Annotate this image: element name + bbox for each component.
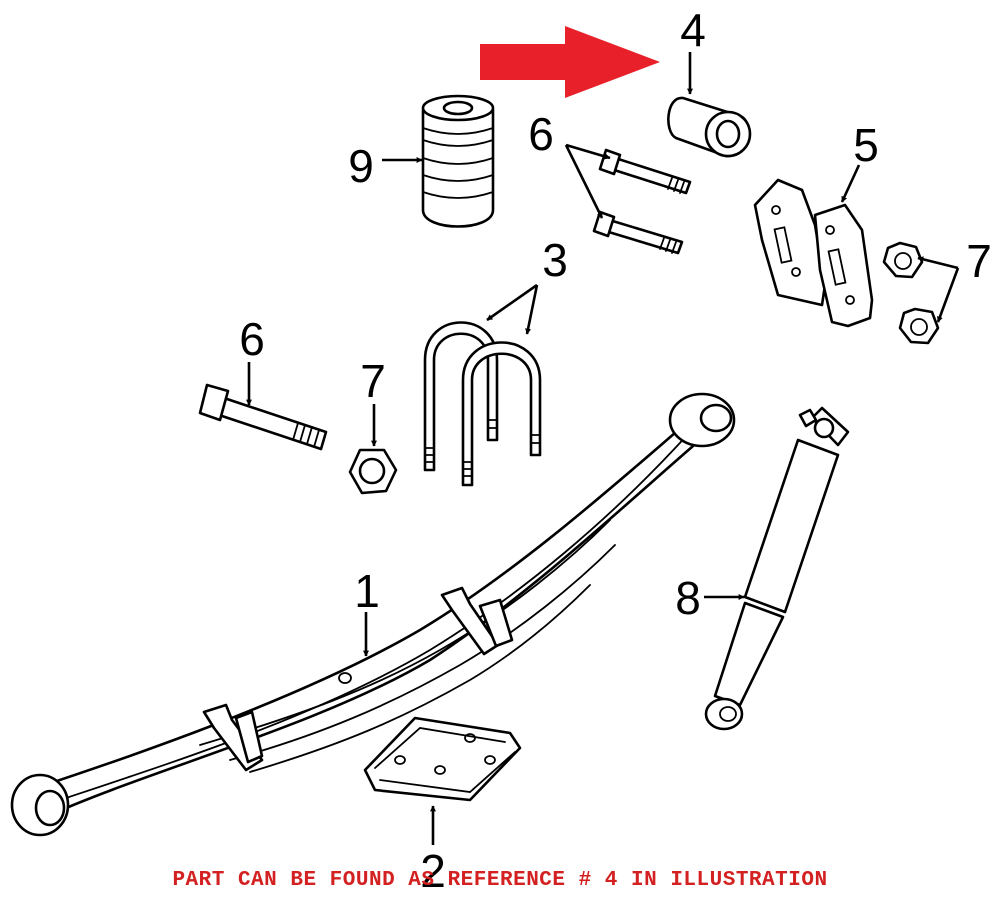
callout-5: 5: [853, 119, 879, 171]
callout-2: 2: [420, 845, 446, 896]
reference-note: PART CAN BE FOUND AS REFERENCE # 4 IN IL…: [172, 869, 827, 892]
bolt-lower-part: [198, 383, 328, 451]
callout-6-upper: 6: [528, 108, 554, 160]
callout-7-right: 7: [966, 235, 992, 287]
callout-3: 3: [542, 234, 568, 286]
callout-8: 8: [675, 572, 701, 624]
bracket-part: [753, 178, 874, 328]
leader-lines: [246, 52, 960, 845]
spring-plate-part: [363, 716, 522, 802]
leaf-spring-part: [10, 392, 736, 837]
nuts-right-part: [882, 241, 940, 345]
bushing-part: [667, 96, 752, 158]
callout-7-left: 7: [360, 355, 386, 407]
jounce-bumper-part: [421, 94, 495, 228]
callout-6-lower: 6: [239, 313, 265, 365]
shock-absorber-part: [704, 406, 850, 731]
nut-lower-part: [348, 448, 398, 495]
red-arrow-icon: [480, 26, 660, 98]
u-bolts-part: [423, 321, 542, 487]
callout-9: 9: [348, 140, 374, 192]
callout-1: 1: [354, 565, 380, 617]
callout-4: 4: [680, 4, 706, 56]
bolts-upper-part: [592, 148, 692, 255]
